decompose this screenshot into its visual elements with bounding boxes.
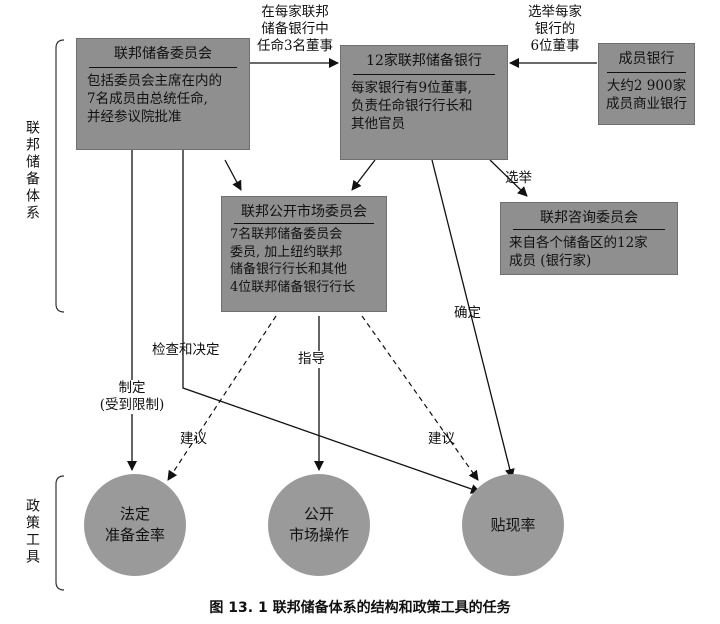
- label-members-to-banks: 选举每家 银行的 6位董事: [516, 4, 594, 55]
- label-line: 选举每家: [528, 4, 582, 20]
- label-advise-left: 建议: [180, 431, 207, 447]
- advisory-line: 成员 (银行家): [509, 253, 592, 269]
- label-board-to-banks: 在每家联邦 储备银行中 任命3名董事: [252, 4, 338, 55]
- arrow-banks-fomc: [351, 159, 376, 191]
- fomc-title: 联邦公开市场委员会: [241, 204, 367, 220]
- label-line: 在每家联邦: [261, 4, 329, 20]
- arrow-banks-discount: [431, 159, 515, 479]
- fomc-line: 委员, 加上纽约联邦: [230, 244, 343, 260]
- arrow-fomc-reserve: [167, 315, 277, 481]
- tool-open-market-line: 市场操作: [288, 526, 349, 544]
- fomc-line: 储备银行行长和其他: [230, 262, 348, 277]
- label-advise-right: 建议: [428, 431, 455, 447]
- arrow-banks-advisory: [489, 159, 528, 197]
- members-box: 成员银行 大约2 900家 成员商业银行: [598, 43, 695, 125]
- banks-line: 负责任命银行行长和: [351, 98, 473, 114]
- board-line: 包括委员会主席在内的: [87, 73, 222, 89]
- arrow-board-fomc: [224, 159, 242, 191]
- tool-open-market-operations: 公开 市场操作: [268, 474, 370, 576]
- board-title: 联邦储备委员会: [114, 46, 212, 62]
- board-line: 7名成员由总统任命,: [87, 91, 208, 107]
- advisory-box: 联邦咨询委员会 来自各个储备区的12家 成员 (银行家): [500, 202, 678, 275]
- label-direct: 指导: [298, 351, 325, 368]
- members-line: 大约2 900家: [606, 78, 687, 94]
- advisory-line: 来自各个储备区的12家: [509, 235, 648, 251]
- side-label-system: 联邦储备体系: [24, 120, 40, 222]
- label-elect: 选举: [505, 170, 532, 186]
- tool-reserve-line: 准备金率: [104, 526, 165, 544]
- arrow-board-discount: [182, 150, 481, 494]
- tool-reserve-line: 法定: [119, 505, 150, 523]
- tool-discount-line: 贴现率: [490, 515, 536, 534]
- label-line: 6位董事: [530, 38, 580, 54]
- label-review: 检查和决定: [152, 342, 220, 358]
- tool-reserve-requirements: 法定 准备金率: [84, 474, 186, 576]
- fomc-line: 7名联邦储备委员会: [230, 227, 343, 242]
- members-line: 成员商业银行: [606, 96, 687, 112]
- figure-caption: 图 13. 1 联邦储备体系的结构和政策工具的任务: [209, 600, 511, 616]
- label-set: 制定 (受到限制): [86, 380, 178, 414]
- members-title: 成员银行: [618, 51, 675, 67]
- fomc-line: 4位联邦储备银行行长: [230, 279, 356, 295]
- label-line: 制定: [118, 380, 146, 396]
- banks-box: 12家联邦储备银行 每家银行有9位董事, 负责任命银行行长和 其他官员: [340, 45, 508, 160]
- label-line: 银行的: [534, 21, 576, 37]
- banks-line: 其他官员: [351, 116, 405, 132]
- tool-open-market-line: 公开: [303, 505, 334, 523]
- label-line: 储备银行中: [261, 21, 329, 37]
- arrow-fomc-discount: [361, 315, 479, 481]
- tools-bracket: [55, 475, 65, 591]
- advisory-title: 联邦咨询委员会: [540, 210, 638, 226]
- label-line: 任命3名董事: [256, 38, 334, 54]
- fomc-box: 联邦公开市场委员会 7名联邦储备委员会 委员, 加上纽约联邦 储备银行行长和其他…: [221, 196, 387, 312]
- banks-line: 每家银行有9位董事,: [351, 80, 472, 96]
- side-label-tools: 政策工具: [24, 498, 40, 566]
- board-box: 联邦储备委员会 包括委员会主席在内的 7名成员由总统任命, 并经参议院批准: [76, 38, 250, 150]
- label-confirm: 确定: [454, 305, 481, 321]
- label-line: (受到限制): [99, 397, 165, 413]
- tool-discount-rate: 贴现率: [462, 474, 564, 576]
- system-bracket: [55, 39, 65, 313]
- banks-title: 12家联邦储备银行: [366, 53, 482, 69]
- board-line: 并经参议院批准: [87, 109, 182, 125]
